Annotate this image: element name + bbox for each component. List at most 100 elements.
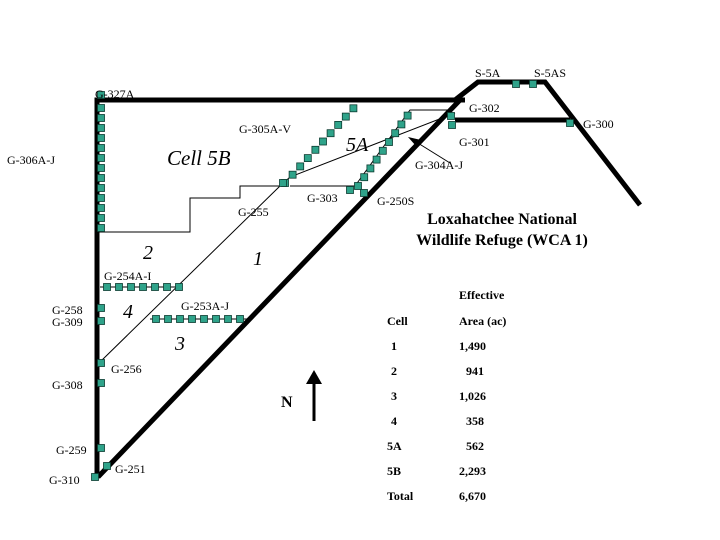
- table-row-total-label: Total: [387, 489, 414, 503]
- gate-g305-marker: [311, 145, 320, 154]
- gate-g304-marker: [385, 138, 393, 146]
- label-g305av: G-305A-V: [239, 122, 291, 136]
- gate-g254-marker: [139, 283, 147, 291]
- north-label: N: [281, 394, 293, 411]
- gate-g254-marker: [127, 283, 135, 291]
- label-g251: G-251: [115, 462, 146, 476]
- label-g308: G-308: [52, 378, 83, 392]
- gate-g310-marker: [91, 473, 99, 481]
- label-g250s: G-250S: [377, 194, 414, 208]
- gate-g258-marker: [97, 304, 105, 312]
- table-row-total-area: 6,670: [459, 489, 486, 503]
- label-g255: G-255: [238, 205, 269, 219]
- gate-g306-marker: [97, 174, 105, 182]
- refuge-title: Loxahatchee National Wildlife Refuge (WC…: [416, 211, 588, 249]
- label-g302: G-302: [469, 101, 500, 115]
- gate-g250s-marker: [360, 189, 368, 197]
- cell-label-5b: Cell 5B: [167, 146, 231, 170]
- gate-g304-marker: [372, 155, 381, 164]
- gate-g306-marker: [97, 144, 105, 152]
- refuge-title-line2: Wildlife Refuge (WCA 1): [416, 232, 588, 249]
- gate-g300-marker: [566, 119, 574, 127]
- label-g309: G-309: [52, 315, 83, 329]
- label-g256: G-256: [111, 362, 142, 376]
- gate-g256-marker: [97, 359, 105, 367]
- gate-g305-marker: [288, 170, 297, 179]
- label-g253aj: G-253A-J: [181, 299, 229, 313]
- gate-g304-marker: [360, 173, 369, 182]
- table-header-area: Area (ac): [459, 314, 506, 328]
- table-row-area: 358: [466, 414, 484, 428]
- gate-g253-marker: [200, 315, 208, 323]
- gate-g253-marker: [224, 315, 232, 323]
- gate-g305-marker: [349, 104, 358, 113]
- label-g306aj: G-306A-J: [7, 153, 55, 167]
- gate-g254-marker: [115, 283, 123, 291]
- gate-g305-marker: [341, 112, 350, 121]
- table-row-area: 562: [466, 439, 484, 453]
- gate-g306-marker: [97, 114, 105, 122]
- water-control-structures: [91, 80, 574, 481]
- north-arrow: N: [281, 370, 322, 421]
- cell-labels: Cell 5B 5A 1 2 3 4: [123, 134, 369, 355]
- gate-g259-marker: [97, 444, 105, 452]
- table-row-cell: 1: [391, 339, 397, 353]
- label-g258: G-258: [52, 303, 83, 317]
- gate-g327a-marker: [97, 91, 105, 99]
- structure-labels: G-327A G-306A-J G-305A-V G-302 G-301 G-3…: [7, 66, 614, 487]
- gate-s5a-marker: [512, 80, 520, 88]
- label-s5as: S-5AS: [534, 66, 566, 80]
- gate-g301-marker: [448, 121, 456, 129]
- gate-g306-marker: [97, 224, 105, 232]
- perimeter-levees: [94, 79, 642, 479]
- gate-g303-marker: [346, 186, 354, 194]
- cell-label-5a: 5A: [346, 134, 369, 156]
- table-header-effective: Effective: [459, 288, 505, 302]
- gate-g304-marker: [391, 129, 400, 138]
- table-row-cell: 2: [391, 364, 397, 378]
- gate-g306-marker: [97, 134, 105, 142]
- gate-g304-marker: [397, 120, 406, 129]
- gate-g253-marker: [176, 315, 184, 323]
- gate-g306-marker: [97, 154, 105, 162]
- pointer-arrow-g304aj: [408, 137, 451, 164]
- table-row-area: 1,026: [459, 389, 486, 403]
- gate-g306-marker: [97, 184, 105, 192]
- gate-g254-marker: [163, 283, 171, 291]
- gate-g304-marker: [366, 164, 375, 173]
- gate-g306-marker: [97, 214, 105, 222]
- gate-g305-marker: [334, 121, 343, 129]
- gate-g255-marker: [279, 179, 287, 187]
- gate-g309-marker: [97, 317, 105, 325]
- gate-g305-marker: [319, 137, 327, 146]
- gate-g306-marker: [97, 194, 105, 202]
- gate-g253-marker: [188, 315, 196, 323]
- gate-g253-marker: [236, 315, 244, 323]
- gate-g251-marker: [103, 462, 111, 470]
- gate-g302-marker: [447, 112, 455, 120]
- label-g254ai: G-254A-I: [104, 269, 151, 283]
- gate-g253-marker: [212, 315, 220, 323]
- cell-label-2: 2: [143, 242, 153, 264]
- gate-g254-marker: [175, 283, 183, 291]
- label-g300: G-300: [583, 117, 614, 131]
- gate-g305-marker: [326, 129, 335, 138]
- gate-g308-marker: [97, 379, 105, 387]
- label-s5a: S-5A: [475, 66, 501, 80]
- table-row-cell: 5B: [387, 464, 401, 478]
- label-g327a: G-327A: [95, 87, 135, 101]
- gate-g306-marker: [97, 104, 105, 112]
- gate-g304-marker: [354, 182, 362, 190]
- gate-g304-marker: [403, 111, 412, 120]
- label-g301: G-301: [459, 135, 490, 149]
- gate-g305-marker: [303, 154, 312, 163]
- table-row-cell: 3: [391, 389, 397, 403]
- refuge-title-line1: Loxahatchee National: [427, 211, 577, 228]
- gate-g306-marker: [97, 164, 105, 172]
- table-row-area: 1,490: [459, 339, 486, 353]
- cell-label-3: 3: [174, 333, 185, 355]
- gate-g253-marker: [164, 315, 172, 323]
- label-g304aj: G-304A-J: [415, 158, 463, 172]
- cell-label-1: 1: [253, 248, 263, 270]
